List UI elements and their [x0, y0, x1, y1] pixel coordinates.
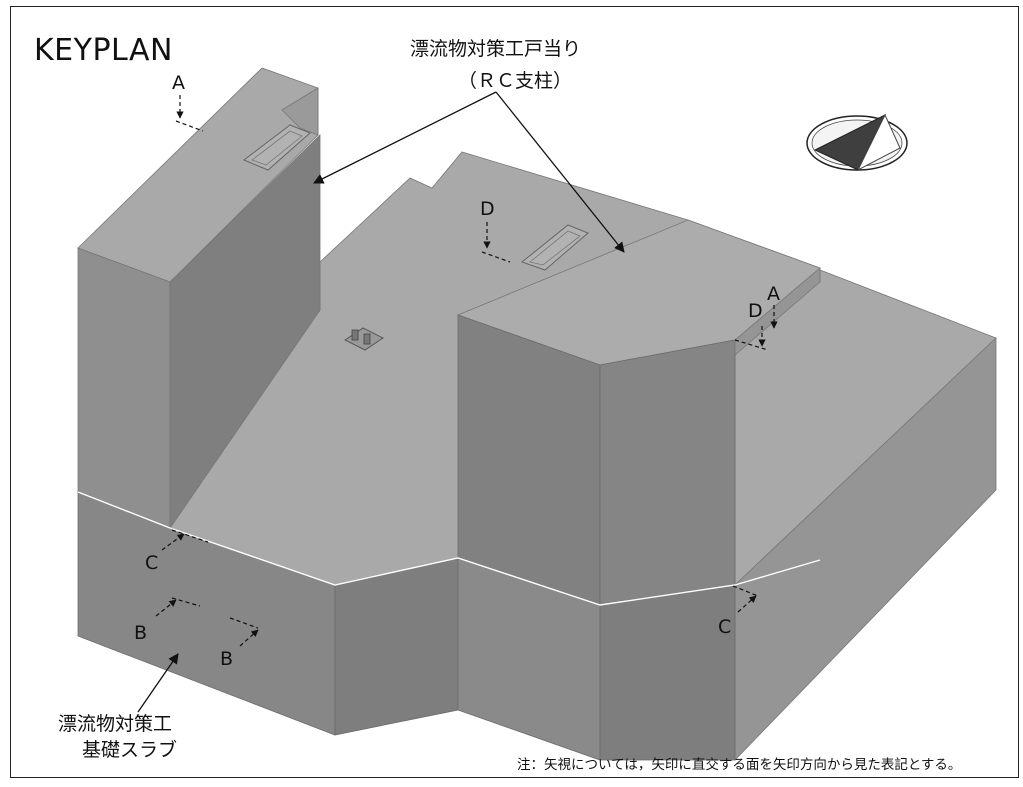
center-pillar-right-face [734, 267, 821, 356]
keyplan-title: KEYPLAN [34, 33, 173, 68]
section-b2-cut [229, 617, 259, 629]
top-callout-line-1: 漂流物対策工戸当り [410, 38, 582, 60]
left-pillar-recess [243, 124, 311, 171]
section-label-c1: C [145, 552, 159, 574]
callout-leader-right [495, 91, 625, 253]
bottom-callout-line-1: 漂流物対策工 [58, 713, 173, 735]
section-label-a2: A [767, 283, 780, 305]
section-c1-cut [171, 529, 209, 543]
section-label-d1: D [480, 198, 495, 220]
left-pillar-right-face [169, 134, 321, 530]
footnote: 注：矢視については，矢印に直交する面を矢印方向から見た表記とする。 [517, 757, 962, 773]
foundation-front-face-2 [599, 584, 736, 761]
section-b1-arrow [155, 599, 177, 617]
bottom-callout-line-2: 基礎スラブ [82, 739, 178, 761]
section-ad-cut [734, 339, 769, 351]
section-b1-cut [171, 597, 201, 607]
left-pillar-notch [281, 87, 319, 136]
foundation-front-face-1 [334, 557, 459, 736]
drawing-frame [10, 6, 1019, 778]
callout-leader-bottom [137, 653, 179, 713]
section-c2-cut [732, 585, 759, 597]
section-label-b2: B [220, 648, 234, 670]
callout-leader-left [313, 91, 497, 184]
center-pillar-recess-inner [529, 230, 581, 266]
center-pillar-front-face [599, 339, 736, 606]
slab-top-edge-line [77, 491, 821, 606]
left-pillar-left-face [77, 247, 171, 529]
top-callout-line-2: （ＲＣ支柱） [458, 70, 573, 92]
section-label-b1: B [134, 622, 148, 644]
center-pillar-left-face [457, 314, 601, 606]
section-label-c2: C [718, 616, 732, 638]
center-pillar-recess [520, 224, 589, 271]
section-label-a1: A [172, 72, 185, 94]
north-arrow-icon [806, 113, 908, 172]
section-label-d2: D [748, 300, 763, 322]
section-d1-cut [481, 251, 511, 263]
equipment-icon [344, 327, 384, 351]
left-pillar-recess-inner [251, 130, 303, 166]
section-c1-arrow [161, 533, 185, 551]
section-a1-cut [175, 120, 204, 132]
